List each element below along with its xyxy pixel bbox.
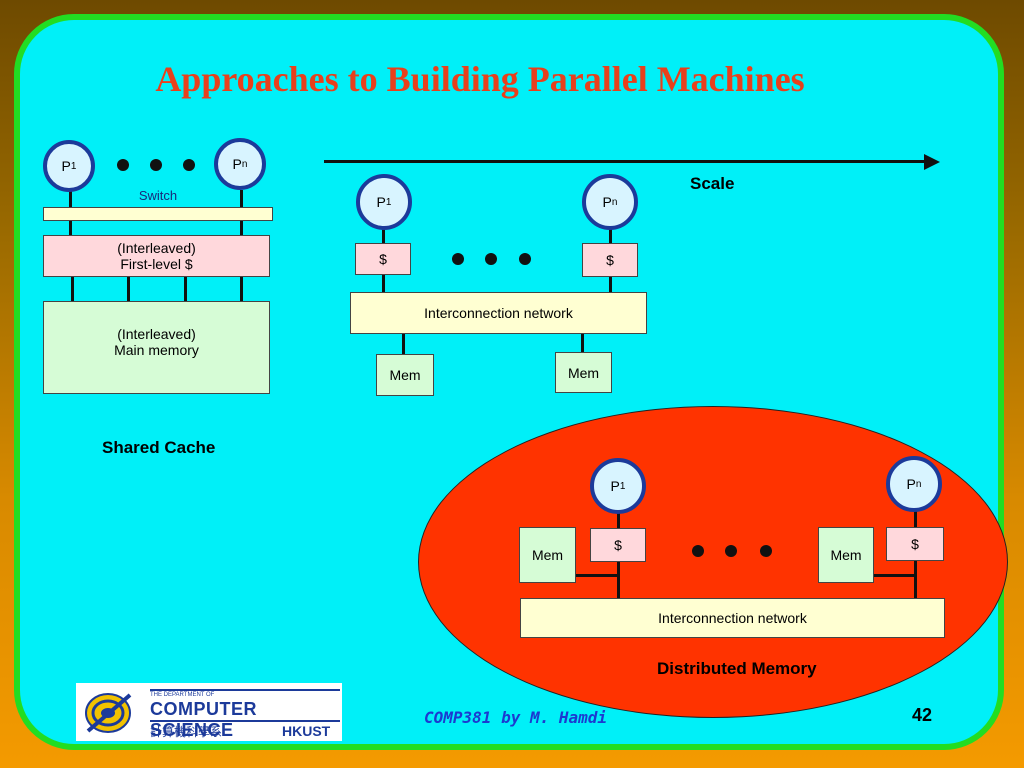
memory-box: Mem (519, 527, 576, 583)
logo-dept-name: COMPUTER SCIENCE (150, 699, 257, 740)
interconnection-network: Interconnection network (350, 292, 647, 334)
memory-box: Mem (555, 352, 612, 393)
main-memory: (Interleaved) Main memory (43, 301, 270, 394)
first-level-cache: (Interleaved) First-level $ (43, 235, 270, 277)
cache-line1: (Interleaved) (117, 240, 196, 256)
connector (240, 277, 243, 301)
distributed-memory-label: Distributed Memory (657, 659, 817, 678)
footer-course: COMP381 by M. Hamdi (424, 708, 608, 727)
connector (402, 334, 405, 354)
connector (617, 562, 620, 598)
memory-line2: Main memory (114, 342, 199, 358)
ellipsis-dot (452, 253, 464, 265)
ellipsis-dot (519, 253, 531, 265)
ellipsis-dot (692, 545, 704, 557)
connector (576, 574, 618, 577)
connector (609, 225, 612, 243)
connector (914, 561, 917, 598)
connector (127, 277, 130, 301)
connector (69, 190, 72, 208)
department-logo: THE DEPARTMENT OF COMPUTER SCIENCE 計算機科學… (76, 683, 342, 741)
logo-dept-small: THE DEPARTMENT OF (150, 692, 215, 698)
ellipsis-dot (117, 159, 129, 171)
scale-arrow-line (324, 160, 926, 163)
cache-box: $ (582, 243, 638, 277)
connector (874, 574, 915, 577)
connector (71, 277, 74, 301)
page-number: 42 (912, 705, 933, 725)
memory-box: Mem (376, 354, 434, 396)
ellipsis-dot (485, 253, 497, 265)
connector (184, 277, 187, 301)
cache-line2: First-level $ (120, 256, 193, 272)
cache-box: $ (355, 243, 411, 275)
arrowhead-icon (924, 154, 940, 170)
connector (914, 508, 917, 528)
shared-cache-label: Shared Cache (102, 438, 216, 457)
cache-box: $ (590, 528, 646, 562)
ellipsis-dot (183, 159, 195, 171)
logo-chinese: 計算機科學系 (150, 725, 223, 739)
memory-line1: (Interleaved) (117, 326, 196, 342)
slide-title: Approaches to Building Parallel Machines (155, 59, 805, 99)
ellipsis-dot (760, 545, 772, 557)
connector (382, 275, 385, 292)
connector (240, 190, 243, 208)
connector (240, 221, 243, 235)
cache-box: $ (886, 527, 944, 561)
logo-rule (150, 720, 340, 722)
connector (617, 510, 620, 528)
logo-rule (150, 689, 340, 691)
connector (609, 277, 612, 292)
scale-label: Scale (690, 174, 735, 193)
ellipsis-dot (725, 545, 737, 557)
connector (581, 334, 584, 352)
switch-bar (43, 207, 273, 221)
connector (382, 225, 385, 243)
connector (69, 221, 72, 235)
memory-box: Mem (818, 527, 874, 583)
disk-logo-icon (85, 693, 132, 733)
ellipsis-dot (150, 159, 162, 171)
logo-school: HKUST (282, 723, 331, 739)
switch-label: Switch (138, 188, 178, 203)
interconnection-network: Interconnection network (520, 598, 945, 638)
